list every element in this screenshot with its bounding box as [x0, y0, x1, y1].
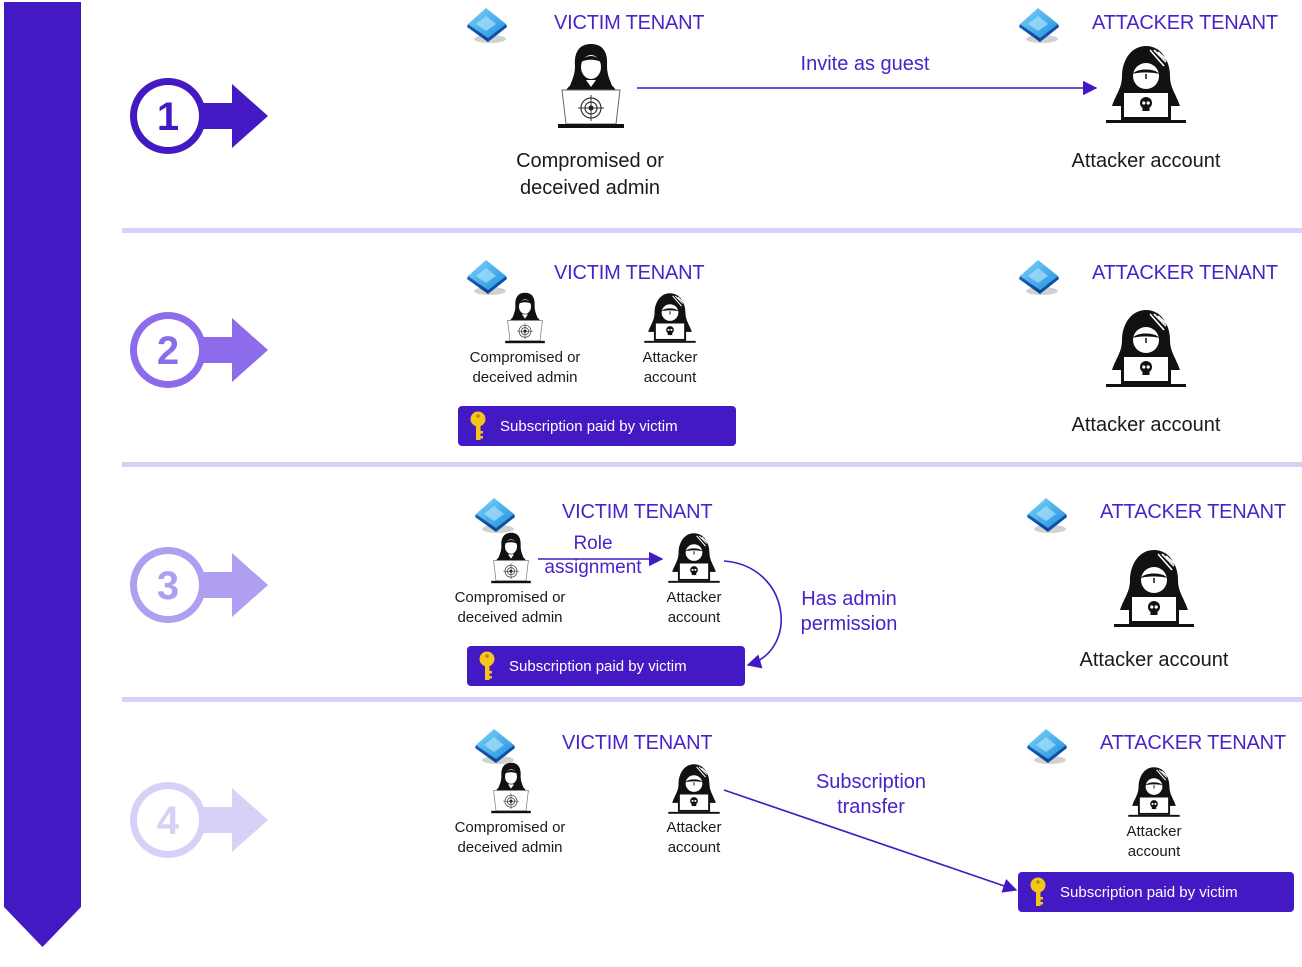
subscription-badge: Subscription paid by victim: [467, 646, 745, 686]
admin-caption: Compromised or deceived admin: [490, 148, 690, 202]
caption-line: deceived admin: [457, 608, 563, 626]
attacker-tenant-title: ATTACKER TENANT: [1092, 12, 1278, 34]
caption-line: Attacker: [666, 589, 722, 606]
subscription-label: Subscription paid by victim: [500, 417, 678, 435]
attacker-tenant-title: ATTACKER TENANT: [1092, 262, 1278, 284]
victim-tenant-title: VICTIM TENANT: [554, 12, 705, 34]
admin-icon: [504, 290, 546, 346]
caption-line: Compromised or: [454, 589, 566, 606]
azure-tenant-icon: [1024, 727, 1070, 767]
caption-line: account: [667, 838, 721, 856]
key-icon: [1030, 877, 1046, 907]
admin-caption: Compromised or deceived admin: [455, 348, 595, 388]
caption-line: Attacker account: [1071, 150, 1221, 172]
attacker-icon: [1104, 308, 1188, 392]
admin-caption: Compromised or deceived admin: [440, 818, 580, 858]
admin-icon: [490, 530, 532, 586]
victim-tenant-title: VICTIM TENANT: [554, 262, 705, 284]
azure-tenant-icon: [464, 6, 510, 46]
attacker-icon: [643, 292, 697, 346]
azure-tenant-icon: [1024, 496, 1070, 536]
label-line: Role: [573, 533, 613, 554]
admin-icon: [490, 760, 532, 816]
azure-tenant-icon: [1016, 6, 1062, 46]
caption-line: Attacker: [666, 819, 722, 836]
subscription-badge: Subscription paid by victim: [1018, 872, 1294, 912]
step-number: 3: [157, 564, 179, 608]
step-number: 2: [157, 329, 179, 373]
caption-line: Compromised or: [454, 819, 566, 836]
section-divider: [122, 697, 1302, 702]
step-marker-4: 4: [122, 770, 272, 870]
step-number: 4: [157, 799, 180, 843]
caption-line: account: [1127, 842, 1181, 860]
timeline-arrow: [4, 2, 81, 947]
has-admin-permission-label: Has admin permission: [784, 587, 914, 637]
caption-line: Attacker: [1126, 823, 1182, 840]
caption-line: Attacker account: [1079, 649, 1229, 671]
attacker-caption: Attacker account: [1054, 647, 1254, 674]
caption-line: deceived admin: [457, 838, 563, 856]
victim-tenant-title: VICTIM TENANT: [562, 501, 713, 523]
attacker-tenant-title: ATTACKER TENANT: [1100, 501, 1286, 523]
label-line: Subscription: [815, 771, 927, 793]
attacker-icon: [667, 532, 721, 586]
step-marker-2: 2: [122, 300, 272, 400]
label-line: permission: [800, 613, 898, 635]
caption-line: Compromised or: [469, 349, 581, 366]
attacker-icon: [1112, 548, 1196, 632]
label-line: assignment: [544, 556, 642, 578]
attacker-icon: [667, 763, 721, 817]
attacker-caption: Attacker account: [1046, 148, 1246, 175]
caption-line: account: [643, 368, 697, 386]
invite-as-guest-label: Invite as guest: [800, 53, 930, 75]
admin-icon: [556, 40, 626, 132]
subscription-transfer-label: Subscription transfer: [796, 770, 946, 820]
victim-tenant-title: VICTIM TENANT: [562, 732, 713, 754]
subscription-badge: Subscription paid by victim: [458, 406, 736, 446]
subscription-label: Subscription paid by victim: [509, 657, 687, 675]
attacker-caption: Attacker account: [620, 348, 720, 388]
step-marker-1: 1: [122, 66, 272, 166]
step-number: 1: [157, 95, 179, 139]
section-divider: [122, 462, 1302, 467]
subscription-label: Subscription paid by victim: [1060, 883, 1238, 901]
role-assignment-label: Role assignment: [534, 532, 652, 580]
caption-line: deceived admin: [472, 368, 578, 386]
attacker-caption: Attacker account: [644, 818, 744, 858]
caption-line: Attacker: [642, 349, 698, 366]
caption-line: Attacker account: [1071, 414, 1221, 436]
step-marker-3: 3: [122, 535, 272, 635]
section-divider: [122, 228, 1302, 233]
attacker-caption: Attacker account: [644, 588, 744, 628]
caption-line: Compromised or: [516, 150, 664, 172]
key-icon: [479, 651, 495, 681]
attacker-icon: [1127, 766, 1181, 820]
attacker-icon: [1104, 44, 1188, 128]
attacker-caption: Attacker account: [1104, 822, 1204, 862]
azure-tenant-icon: [1016, 258, 1062, 298]
caption-line: deceived admin: [519, 177, 661, 199]
key-icon: [470, 411, 486, 441]
caption-line: account: [667, 608, 721, 626]
label-line: Has admin: [801, 588, 897, 610]
attacker-caption: Attacker account: [1046, 412, 1246, 439]
admin-caption: Compromised or deceived admin: [440, 588, 580, 628]
attacker-tenant-title: ATTACKER TENANT: [1100, 732, 1286, 754]
label-line: transfer: [837, 796, 905, 818]
